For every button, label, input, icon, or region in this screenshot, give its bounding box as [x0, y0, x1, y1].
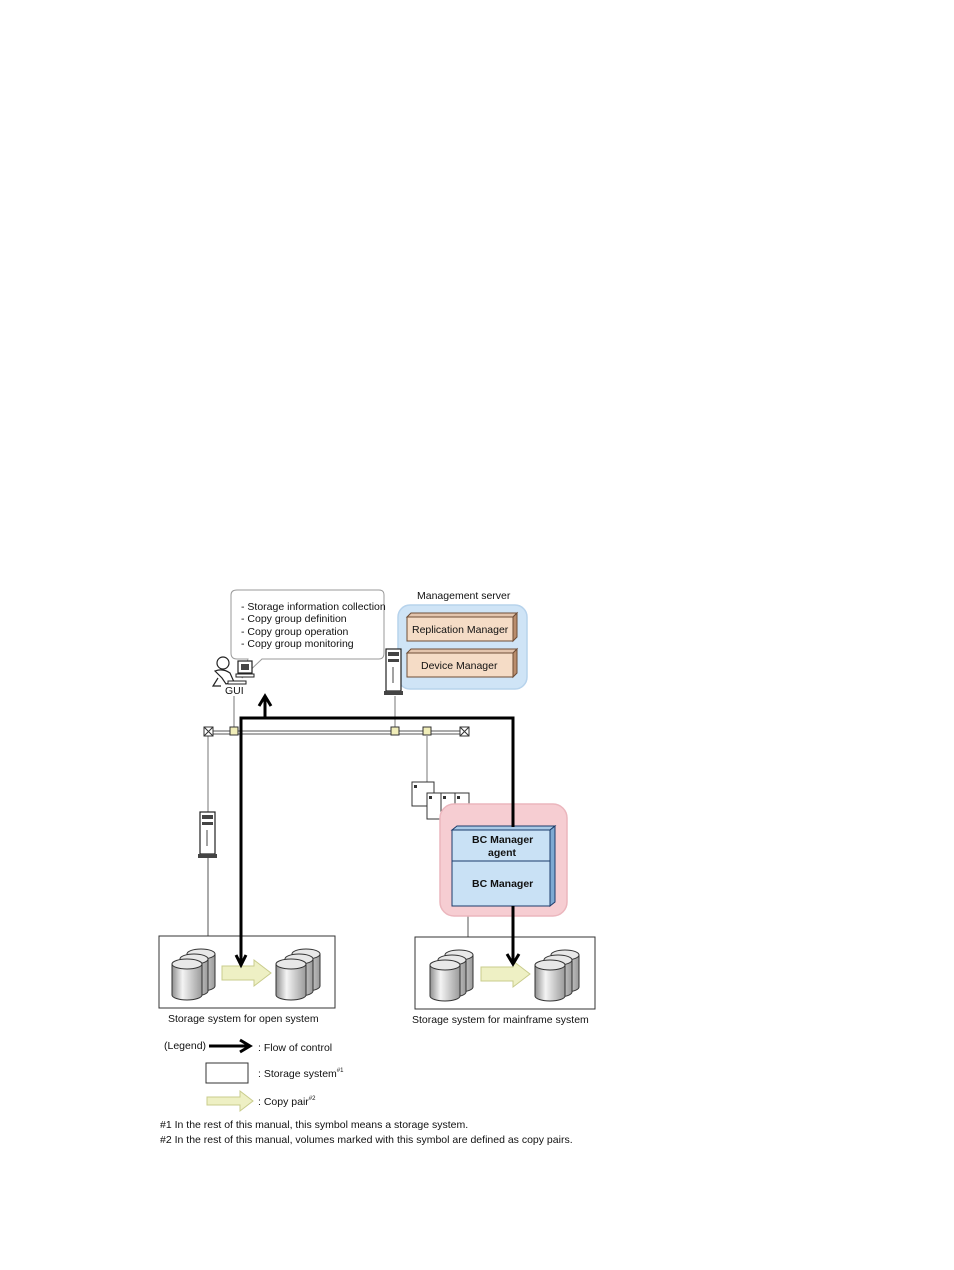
- legend-copy-pair-footnote-mark: #2: [309, 1096, 316, 1102]
- legend: (Legend) : Flow of control : Storage sys…: [164, 1038, 344, 1113]
- copy-pair-arrow-open: [221, 958, 272, 988]
- bc-manager-agent-label: BC Manager: [472, 834, 533, 846]
- legend-copy-pair-label: : Copy pair: [258, 1096, 309, 1108]
- volume-group-open-secondary: [275, 948, 321, 1001]
- svg-text:: Storage system#1: : Storage system#1: [258, 1068, 344, 1080]
- legend-copy-pair-symbol: [206, 1089, 254, 1113]
- footnote-1: #1 In the rest of this manual, this symb…: [160, 1119, 468, 1131]
- bus-node: [422, 726, 432, 736]
- legend-storage-footnote-mark: #1: [337, 1068, 344, 1074]
- legend-storage-symbol: [205, 1062, 249, 1084]
- callout-item: - Storage information collection: [241, 601, 386, 613]
- callout-item: - Copy group monitoring: [241, 638, 354, 650]
- gui-label: GUI: [225, 685, 244, 697]
- callout-item: - Copy group definition: [241, 613, 347, 625]
- replication-manager-box: Replication Manager: [405, 611, 519, 643]
- gui-user-icon: [211, 656, 255, 687]
- volume-group-open-primary: [171, 948, 216, 1001]
- management-server-tower-icon: [384, 648, 403, 695]
- open-host-tower-icon: [198, 811, 217, 858]
- device-manager-label: Device Manager: [421, 660, 498, 672]
- storage-mainframe-label: Storage system for mainframe system: [412, 1014, 589, 1026]
- bc-manager-stack: BC Manager agent BC Manager: [450, 824, 557, 908]
- replication-manager-label: Replication Manager: [412, 624, 509, 636]
- legend-storage-label: : Storage system: [258, 1068, 337, 1080]
- function-callout: - Storage information collection - Copy …: [230, 589, 386, 679]
- bus-node: [390, 726, 400, 736]
- footnote-2: #2 In the rest of this manual, volumes m…: [160, 1134, 573, 1146]
- bus-node: [229, 726, 239, 736]
- bc-manager-agent-label-2: agent: [488, 847, 517, 859]
- volume-group-mainframe-primary: [429, 949, 474, 1002]
- bus-terminator-left: [203, 726, 214, 737]
- legend-flow-label: : Flow of control: [258, 1042, 332, 1054]
- legend-prefix: (Legend): [164, 1040, 206, 1052]
- device-manager-box: Device Manager: [405, 647, 519, 679]
- callout-item: - Copy group operation: [241, 626, 349, 638]
- bus-terminator-right: [459, 726, 470, 737]
- lan-bus: [208, 730, 464, 735]
- management-server-title: Management server: [417, 590, 511, 602]
- bc-manager-label: BC Manager: [472, 878, 533, 890]
- flow-of-control: [234, 693, 521, 969]
- volume-group-mainframe-secondary: [534, 949, 580, 1002]
- svg-text:: Copy pair#2: : Copy pair#2: [258, 1096, 316, 1108]
- storage-open-label: Storage system for open system: [168, 1013, 319, 1025]
